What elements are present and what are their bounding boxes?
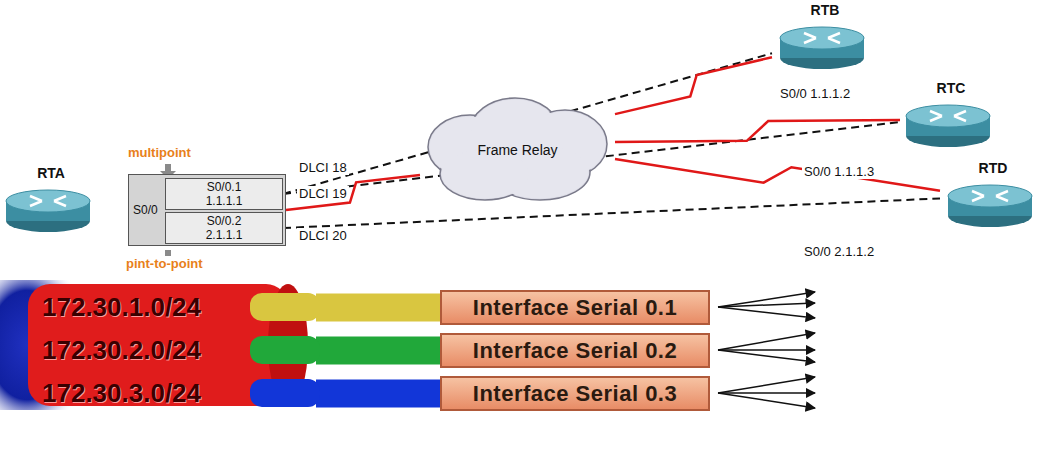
subinterface-box: S0/0.2 2.1.1.1	[165, 212, 283, 244]
subnet-tube	[316, 337, 440, 365]
node-text: 172.30.3.0/24	[42, 378, 201, 408]
dlci-label: DLCI 20	[297, 228, 349, 243]
node-text: S0/0.2 2.1.1.1	[191, 214, 257, 242]
interface-type-label: multipoint	[126, 145, 193, 160]
router: RTB	[772, 2, 878, 74]
node-text: RTB	[772, 2, 878, 18]
frame-relay-cloud: Frame Relay	[420, 92, 615, 207]
serial-interface-box: S0/0 S0/0.1 1.1.1.1S0/0.2 2.1.1.1	[128, 174, 286, 246]
node-text: Frame Relay	[477, 142, 557, 158]
serial-link	[615, 159, 940, 191]
router: RTD	[940, 160, 1046, 232]
node-text: Interface Serial 0.2	[473, 338, 677, 364]
serial-link	[286, 175, 420, 210]
serial-link	[615, 120, 900, 142]
interface-type-label: pint-to-point	[124, 256, 205, 271]
dlci-label: DLCI 19	[297, 186, 349, 201]
router: RTC	[900, 80, 1002, 152]
router-icon	[903, 102, 993, 150]
node-text: RTC	[900, 80, 1002, 96]
virtual-circuit	[283, 198, 940, 228]
serial-link	[615, 57, 772, 114]
interface-box: Interface Serial 0.1	[440, 290, 710, 325]
router-icon	[777, 24, 867, 72]
interface-address-label: S0/0 1.1.1.2	[778, 86, 852, 101]
interface-box: Interface Serial 0.2	[440, 333, 710, 368]
router-icon	[3, 187, 93, 235]
subnet-tube	[316, 294, 440, 322]
node-text: RTA	[4, 165, 98, 181]
node-text: S0/0	[133, 203, 158, 217]
subinterface-box: S0/0.1 1.1.1.1	[165, 178, 283, 210]
node-text: 172.30.2.0/24	[42, 335, 201, 365]
network-cylinder: 172.30.1.0/24 172.30.2.0/24 172.30.3.0/24	[20, 280, 320, 410]
interface-address-label: S0/0 2.1.1.2	[802, 244, 876, 259]
interface-address-label: S0/0 1.1.1.3	[802, 164, 876, 179]
node-text: Interface Serial 0.3	[473, 381, 677, 407]
fan-arrows	[718, 292, 815, 408]
router-icon	[945, 182, 1035, 230]
node-text: Interface Serial 0.1	[473, 295, 677, 321]
router: RTA	[4, 165, 98, 237]
node-text: RTD	[940, 160, 1046, 176]
node-text: 172.30.1.0/24	[42, 292, 201, 322]
interface-box: Interface Serial 0.3	[440, 376, 710, 411]
dlci-label: DLCI 18	[297, 160, 349, 175]
node-text: S0/0.1 1.1.1.1	[191, 180, 257, 208]
subnet-tube	[316, 380, 440, 408]
